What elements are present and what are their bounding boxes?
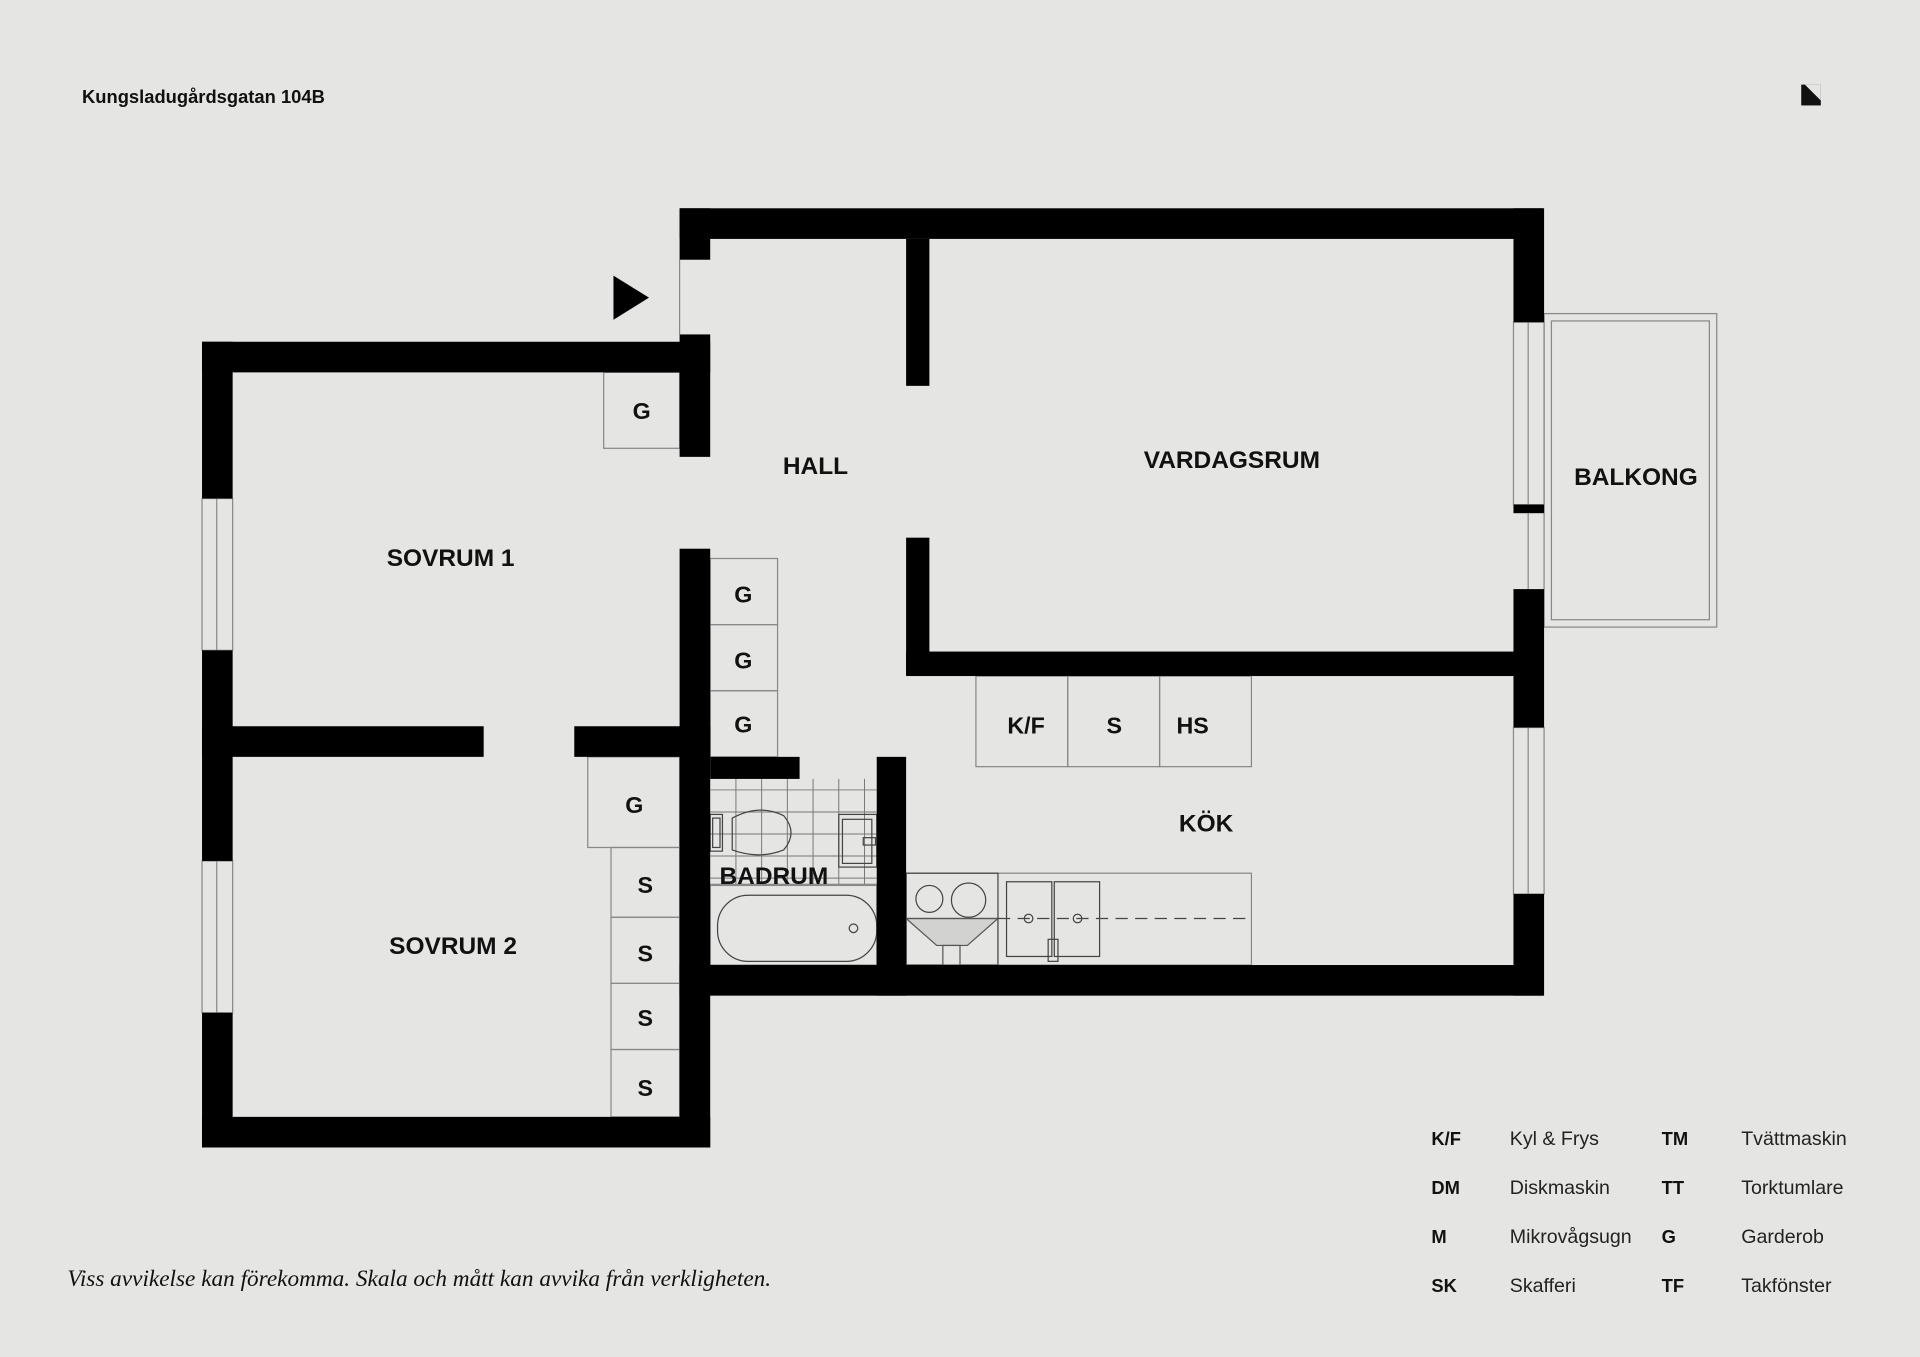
- legend-key: K/F: [1431, 1128, 1461, 1149]
- room-label-badrum: BADRUM: [720, 863, 829, 890]
- legend-key: TM: [1662, 1128, 1689, 1149]
- legend-value: Torktumlare: [1741, 1177, 1843, 1199]
- room-label-vardagsrum: VARDAGSRUM: [1144, 447, 1320, 474]
- cabinet-label: S: [638, 1005, 654, 1031]
- cabinet-label: S: [638, 872, 654, 898]
- entrance-arrow-icon: [613, 275, 649, 320]
- cabinet-label: G: [633, 398, 651, 424]
- cabinet-label: G: [734, 582, 752, 608]
- cabinet-label: S: [638, 1075, 654, 1101]
- disclaimer: Viss avvikelse kan förekomma. Skala och …: [67, 1266, 771, 1292]
- legend-value: Takfönster: [1741, 1275, 1832, 1297]
- cabinet-label: S: [1107, 713, 1123, 739]
- room-label-sovrum2: SOVRUM 2: [389, 933, 517, 960]
- room-label-kok: KÖK: [1179, 811, 1234, 838]
- legend-value: Kyl & Frys: [1510, 1128, 1599, 1150]
- walls: [202, 208, 1545, 1148]
- legend-value: Tvättmaskin: [1741, 1128, 1847, 1150]
- legend-key: SK: [1431, 1275, 1457, 1296]
- legend-value: Mikrovågsugn: [1510, 1226, 1632, 1248]
- cabinet-label: S: [638, 940, 654, 966]
- cabinet-label: K/F: [1007, 713, 1044, 739]
- legend-key: DM: [1431, 1177, 1460, 1198]
- cabinet-label: G: [625, 792, 643, 818]
- room-label-balkong: BALKONG: [1574, 464, 1698, 491]
- cabinet-label: HS: [1176, 713, 1208, 739]
- legend-value: Garderob: [1741, 1226, 1824, 1248]
- legend-value: Skafferi: [1510, 1275, 1576, 1297]
- cabinet-label: G: [734, 648, 752, 674]
- legend-key: TF: [1662, 1275, 1684, 1296]
- room-label-sovrum1: SOVRUM 1: [387, 545, 515, 572]
- windows: [201, 259, 1545, 1014]
- address-title: Kungsladugårdsgatan 104B: [82, 86, 325, 107]
- bathroom-tiles: [710, 778, 877, 885]
- cabinet-label: G: [734, 711, 752, 737]
- kitchen-counter: [904, 872, 1253, 966]
- room-label-hall: HALL: [783, 453, 848, 480]
- brand-logo-icon: [1801, 84, 1821, 106]
- legend-key: M: [1431, 1226, 1446, 1247]
- legend-value: Diskmaskin: [1510, 1177, 1610, 1199]
- legend-key: G: [1662, 1226, 1676, 1247]
- legend: K/F Kyl & Frys DM Diskmaskin M Mikrovågs…: [1431, 1128, 1846, 1297]
- legend-key: TT: [1662, 1177, 1685, 1198]
